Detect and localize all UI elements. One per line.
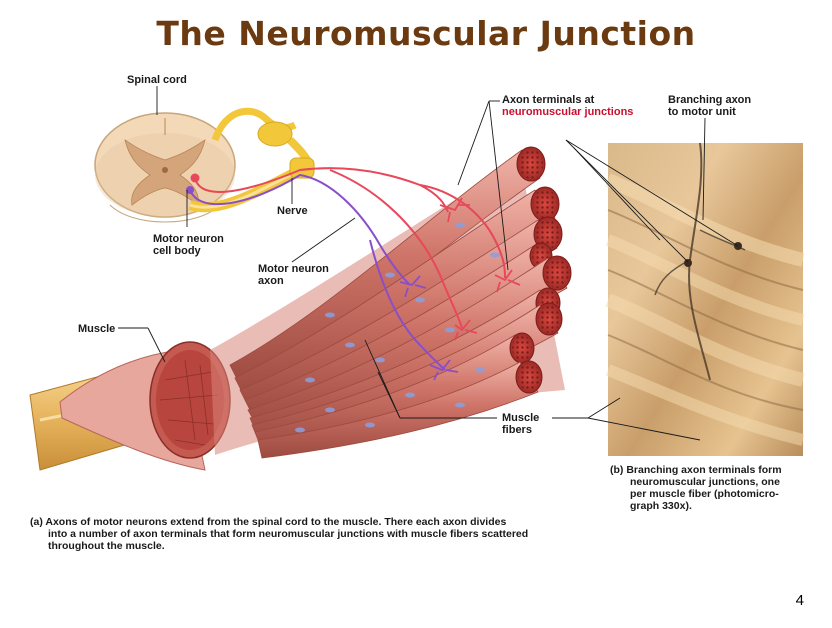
nerve [188, 107, 315, 213]
caption-a: (a) Axons of motor neurons extend from t… [30, 516, 506, 528]
caption-b-tag: (b) [610, 464, 624, 476]
label-branching-axon-line2: to motor unit [668, 106, 736, 118]
label-motor-neuron-cell-body-line1: Motor neuron [153, 233, 224, 245]
leader-lines [118, 86, 739, 441]
caption-a-tag: (a) [30, 516, 43, 528]
caption-a-line2: into a number of axon terminals that for… [48, 528, 529, 540]
label-spinal-cord: Spinal cord [127, 74, 187, 86]
caption-a-line1: Axons of motor neurons extend from the s… [45, 516, 507, 528]
label-muscle: Muscle [78, 323, 116, 335]
fiber-nuclei [295, 222, 500, 433]
caption-b-line4: graph 330x). [630, 500, 692, 512]
muscle-fiber [229, 146, 546, 386]
photomicrograph [605, 142, 805, 456]
purple-axon [186, 173, 459, 381]
caption-b: (b) Branching axon terminals form [610, 464, 782, 476]
caption-b-line1: Branching axon terminals form [626, 464, 782, 476]
muscle-belly [59, 341, 231, 471]
label-nerve: Nerve [277, 205, 308, 217]
label-motor-neuron-axon-line1: Motor neuron [258, 263, 329, 275]
red-axon [190, 167, 521, 341]
caption-b-line2: neuromuscular junctions, one [630, 476, 780, 488]
label-branching-axon-line1: Branching axon [668, 94, 752, 106]
muscle-fiber [234, 186, 560, 399]
muscle-fiber [257, 360, 543, 459]
label-axon-terminals-line2: neuromuscular junctions [502, 106, 634, 118]
label-muscle-fibers-line1: Muscle [502, 412, 540, 424]
label-axon-terminals-line1: Axon terminals at [502, 94, 595, 106]
caption-a-line3: throughout the muscle. [48, 540, 165, 552]
page-number: 4 [795, 592, 804, 609]
page-title: The Neuromuscular Junction [156, 14, 696, 53]
label-motor-neuron-axon-line2: axon [258, 275, 284, 287]
spinal-cord [94, 112, 236, 223]
label-muscle-fibers-line2: fibers [502, 424, 532, 436]
caption-b-line3: per muscle fiber (photomicro- [630, 488, 779, 500]
label-motor-neuron-cell-body-line2: cell body [153, 245, 201, 257]
